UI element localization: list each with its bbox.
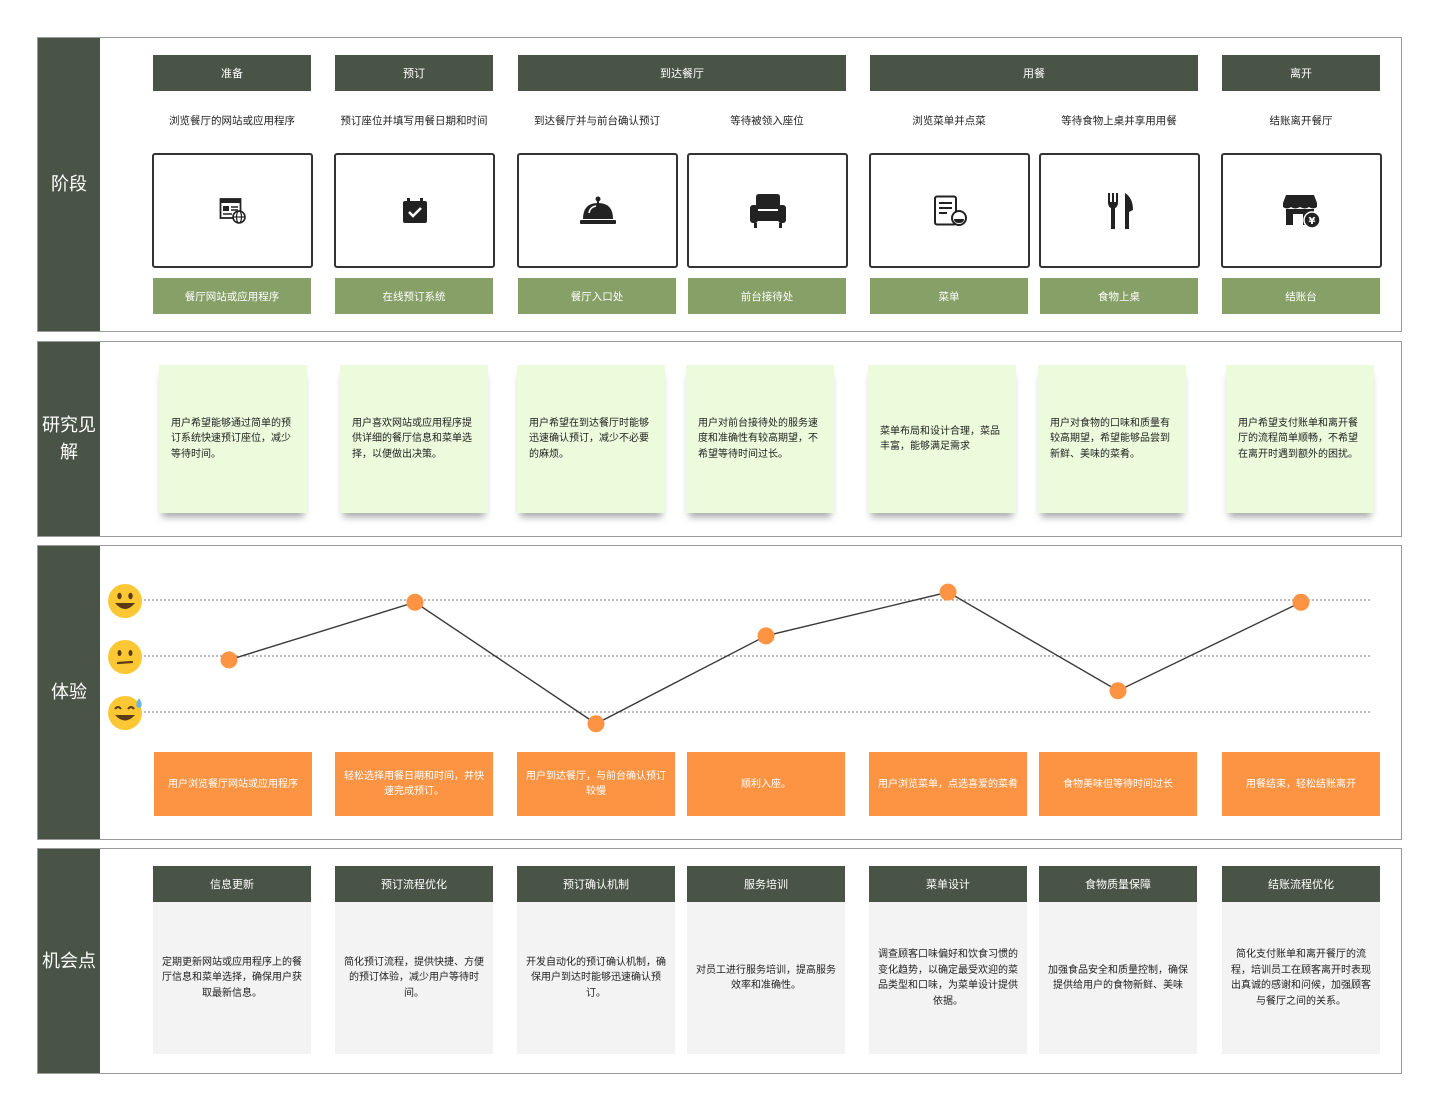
opportunity-description: 加强食品安全和质量控制，确保提供给用户的食物新鲜、美味 (1039, 902, 1197, 1054)
touchpoint-label: 菜单 (870, 278, 1028, 314)
emotion-curve-chart (144, 583, 1370, 733)
phase-header-reserve: 预订 (335, 55, 493, 91)
experience-note: 用户浏览菜单，点选喜爱的菜肴 (869, 752, 1027, 816)
happy-emoji-icon (108, 584, 142, 618)
step-description: 到达餐厅并与前台确认预订 (534, 115, 660, 127)
calendar-check-icon (402, 197, 427, 223)
sweat-smile-emoji-icon (108, 696, 142, 730)
step-icon-box (517, 153, 678, 268)
step-icon-box: ¥ (1221, 153, 1382, 268)
phase-header-leave: 离开 (1222, 55, 1380, 91)
step-description: 预订座位并填写用餐日期和时间 (340, 115, 488, 127)
touchpoint-label: 食物上桌 (1040, 278, 1198, 314)
opportunity-title: 预订流程优化 (335, 866, 493, 902)
insight-note: 用户对前台接待处的服务速度和准确性有较高期望，不希望等待时间过长。 (686, 365, 834, 513)
emotion-point (1109, 682, 1127, 700)
stage-section-label: 阶段 (38, 38, 100, 331)
service-bell-icon (579, 196, 616, 224)
emotion-point (220, 651, 238, 669)
opportunity-description: 简化预订流程，提供快捷、方便的预订体验，减少用户等待时间。 (335, 902, 493, 1054)
touchpoint-label: 餐厅网站或应用程序 (153, 278, 311, 314)
step-description: 浏览餐厅的网站或应用程序 (169, 115, 295, 127)
insight-note: 用户对食物的口味和质量有较高期望，希望能够品尝到新鲜、美味的菜肴。 (1038, 365, 1186, 513)
armchair-icon (749, 193, 786, 228)
stage-section: 阶段 准备 预订 到达餐厅 用餐 离开 浏览餐厅的网站或应用程序 预订座位并填写… (37, 37, 1402, 332)
neutral-emoji-icon (108, 640, 142, 674)
opportunity-title: 结账流程优化 (1222, 866, 1380, 902)
experience-note: 轻松选择用餐日期和时间，并快速完成预订。 (335, 752, 493, 816)
fork-knife-icon (1107, 192, 1133, 229)
emotion-point (406, 593, 424, 611)
opportunity-title: 服务培训 (687, 866, 845, 902)
step-description: 结账离开餐厅 (1269, 115, 1333, 127)
opportunity-section-label: 机会点 (38, 849, 100, 1073)
opportunity-title: 预订确认机制 (517, 866, 675, 902)
insight-note: 菜单布局和设计合理，菜品丰富，能够满足需求 (868, 365, 1016, 513)
experience-section: 体验 用户浏览餐厅网站或应用程序 轻松选择用餐日期和时间，并快速完成预订。 用户… (37, 545, 1402, 840)
emotion-curve-line (228, 591, 1302, 725)
step-description: 浏览菜单并点菜 (912, 115, 986, 127)
store-payment-icon: ¥ (1282, 194, 1321, 229)
experience-note: 用餐结束，轻松结账离开 (1222, 752, 1380, 816)
opportunity-title: 食物质量保障 (1039, 866, 1197, 902)
touchpoint-label: 结账台 (1222, 278, 1380, 314)
step-icon-box (1039, 153, 1200, 268)
website-icon (219, 197, 246, 224)
experience-note: 用户到达餐厅，与前台确认预订较慢 (517, 752, 675, 816)
experience-note: 用户浏览餐厅网站或应用程序 (154, 752, 312, 816)
step-description: 等待被领入座位 (730, 115, 804, 127)
experience-note: 食物美味但等待时间过长 (1039, 752, 1197, 816)
emotion-point (587, 715, 605, 733)
research-section-label: 研究见解 (38, 342, 100, 536)
insight-note: 用户希望能够通过简单的预订系统快速预订座位，减少等待时间。 (159, 365, 307, 513)
insight-note: 用户希望在到达餐厅时能够迅速确认预订，减少不必要的麻烦。 (517, 365, 665, 513)
emotion-point (757, 627, 775, 645)
opportunity-title: 信息更新 (153, 866, 311, 902)
opportunity-description: 简化支付账单和离开餐厅的流程，培训员工在顾客离开时表现出真诚的感谢和问候，加强顾… (1222, 902, 1380, 1054)
touchpoint-label: 在线预订系统 (335, 278, 493, 314)
touchpoint-label: 餐厅入口处 (518, 278, 676, 314)
opportunity-description: 开发自动化的预订确认机制，确保用户到达时能够迅速确认预订。 (517, 902, 675, 1054)
experience-section-label: 体验 (38, 546, 100, 839)
step-icon-box (152, 153, 313, 268)
opportunity-description: 对员工进行服务培训，提高服务效率和准确性。 (687, 902, 845, 1054)
step-icon-box (869, 153, 1030, 268)
svg-text:¥: ¥ (1308, 216, 1315, 227)
phase-header-arrive: 到达餐厅 (518, 55, 846, 91)
opportunity-description: 调查顾客口味偏好和饮食习惯的变化趋势，以确定最受欢迎的菜品类型和口味，为菜单设计… (869, 902, 1027, 1054)
opportunity-section: 机会点 信息更新 预订流程优化 预订确认机制 服务培训 菜单设计 食物质量保障 … (37, 848, 1402, 1074)
touchpoint-label: 前台接待处 (688, 278, 846, 314)
emotion-point (939, 583, 957, 601)
insight-note: 用户希望支付账单和离开餐厅的流程简单顺畅，不希望在离开时遇到额外的困扰。 (1226, 365, 1374, 513)
insight-note: 用户喜欢网站或应用程序提供详细的餐厅信息和菜单选择，以便做出决策。 (340, 365, 488, 513)
step-icon-box (687, 153, 848, 268)
phase-header-dine: 用餐 (870, 55, 1198, 91)
menu-list-icon (933, 195, 967, 226)
opportunity-title: 菜单设计 (869, 866, 1027, 902)
phase-header-prepare: 准备 (153, 55, 311, 91)
research-section: 研究见解 用户希望能够通过简单的预订系统快速预订座位，减少等待时间。 用户喜欢网… (37, 341, 1402, 537)
step-icon-box (334, 153, 495, 268)
opportunity-description: 定期更新网站或应用程序上的餐厅信息和菜单选择，确保用户获取最新信息。 (153, 902, 311, 1054)
emotion-point (1292, 593, 1310, 611)
experience-note: 顺利入座。 (687, 752, 845, 816)
step-description: 等待食物上桌并享用用餐 (1061, 115, 1177, 127)
